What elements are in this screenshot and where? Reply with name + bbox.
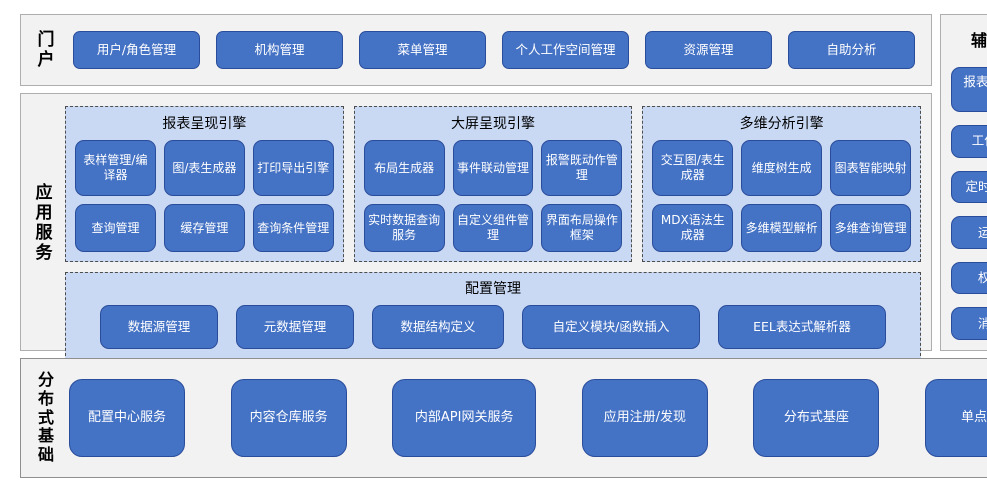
node-content-repository-service: 内容仓库服务: [230, 379, 347, 457]
node-chart-smart-mapping: 图表智能映射: [830, 140, 912, 196]
node-config-center-service: 配置中心服务: [69, 379, 185, 457]
node-permission-management: 权限管理: [951, 261, 987, 295]
dashboard-engine-title: 大屏呈现引擎: [451, 116, 535, 132]
node-datasource-management: 数据源管理: [100, 305, 218, 349]
node-distributed-base: 分布式基座: [753, 379, 880, 457]
node-workflow-engine: 工作流引擎: [951, 124, 987, 158]
node-report-template-compiler: 表样管理/编译器: [75, 140, 156, 196]
node-chart-table-generator: 图/表生成器: [163, 140, 245, 196]
auxiliary-facilities-title: 辅助设施: [970, 31, 987, 50]
olap-engine-title: 多维分析引擎: [739, 116, 824, 132]
node-print-export-engine: 打印导出引擎: [252, 140, 334, 196]
node-realtime-data-query-service: 实时数据查询服务: [363, 204, 445, 252]
node-ui-layout-operation-framework: 界面布局操作框架: [541, 204, 623, 252]
dashboard-engine-grid: 布局生成器 事件联动管理 报警既动作管理 实时数据查询服务 自定义组件管理 界面…: [363, 140, 623, 252]
diagram-layout: 门户 用户/角色管理 机构管理 菜单管理 个人工作空间管理 资源管理 自助分析 …: [20, 14, 987, 478]
app-services-panel: 应用服务 报表呈现引擎 表样管理/编译器 图/表生成器 打印导出引擎 查询管理 …: [20, 93, 932, 361]
node-user-role-management: 用户/角色管理: [73, 31, 200, 69]
node-data-structure-definition: 数据结构定义: [372, 305, 504, 349]
distributed-foundation-items: 配置中心服务 内容仓库服务 内部API网关服务 应用注册/发现 分布式基座 单点…: [69, 379, 987, 457]
report-engine-grid: 表样管理/编译器 图/表生成器 打印导出引擎 查询管理 缓存管理 查询条件管理: [75, 140, 334, 252]
node-resource-management: 资源管理: [645, 31, 772, 69]
app-services-content: 报表呈现引擎 表样管理/编译器 图/表生成器 打印导出引擎 查询管理 缓存管理 …: [65, 106, 922, 361]
config-management-items: 数据源管理 元数据管理 数据结构定义 自定义模块/函数插入 EEL表达式解析器: [80, 305, 906, 349]
node-alarm-action-management: 报警既动作管理: [541, 140, 623, 196]
node-dimension-tree-generation: 维度树生成: [741, 140, 823, 196]
node-single-sign-on: 单点登录: [924, 379, 987, 457]
node-cache-management: 缓存管理: [163, 204, 245, 252]
node-self-service-analysis: 自助分析: [788, 31, 915, 69]
node-query-condition-management: 查询条件管理: [252, 204, 334, 252]
node-multidim-query-management: 多维查询管理: [830, 204, 912, 252]
portal-panel-label: 门户: [37, 29, 55, 70]
node-personal-workspace-management: 个人工作空间管理: [502, 31, 629, 69]
node-menu-management: 菜单管理: [359, 31, 486, 69]
node-message-center: 消息中心: [951, 307, 987, 340]
node-run-logs: 运行日志: [951, 216, 987, 249]
node-metadata-management: 元数据管理: [236, 305, 354, 349]
olap-engine-section: 多维分析引擎 交互图/表生成器 维度树生成 图表智能映射 MDX语法生成器 多维…: [642, 106, 922, 262]
node-scheduled-task-scheduling: 定时任务调度: [951, 170, 987, 204]
app-services-panel-label: 应用服务: [35, 182, 53, 264]
distributed-foundation-label: 分布式基础: [37, 369, 54, 465]
config-management-section: 配置管理 数据源管理 元数据管理 数据结构定义 自定义模块/函数插入 EEL表达…: [65, 272, 921, 361]
node-query-management: 查询管理: [75, 204, 156, 252]
auxiliary-facilities-panel: 辅助设施 报表/大屏制作工具 工作流引擎 定时任务调度 运行日志 权限管理 消息…: [940, 14, 987, 351]
config-management-title: 配置管理: [465, 281, 521, 297]
node-layout-generator: 布局生成器: [363, 140, 445, 196]
distributed-foundation-panel: 分布式基础 配置中心服务 内容仓库服务 内部API网关服务 应用注册/发现 分布…: [20, 358, 987, 478]
node-app-registration-discovery: 应用注册/发现: [581, 379, 708, 457]
olap-engine-grid: 交互图/表生成器 维度树生成 图表智能映射 MDX语法生成器 多维模型解析 多维…: [652, 140, 912, 252]
portal-panel: 门户 用户/角色管理 机构管理 菜单管理 个人工作空间管理 资源管理 自助分析: [20, 14, 932, 86]
node-interactive-chart-generator: 交互图/表生成器: [652, 140, 734, 196]
node-custom-module-function-insertion: 自定义模块/函数插入: [522, 305, 700, 349]
node-multidim-model-parsing: 多维模型解析: [741, 204, 823, 252]
node-mdx-syntax-generator: MDX语法生成器: [652, 204, 734, 252]
report-engine-section: 报表呈现引擎 表样管理/编译器 图/表生成器 打印导出引擎 查询管理 缓存管理 …: [65, 106, 344, 262]
node-org-management: 机构管理: [216, 31, 343, 69]
report-engine-title: 报表呈现引擎: [162, 116, 247, 132]
portal-items: 用户/角色管理 机构管理 菜单管理 个人工作空间管理 资源管理 自助分析: [69, 31, 919, 69]
node-eel-expression-parser: EEL表达式解析器: [718, 305, 886, 349]
node-event-linkage-management: 事件联动管理: [452, 140, 534, 196]
engine-sections: 报表呈现引擎 表样管理/编译器 图/表生成器 打印导出引擎 查询管理 缓存管理 …: [65, 106, 922, 262]
node-custom-component-management: 自定义组件管理: [452, 204, 534, 252]
node-report-dashboard-authoring-tool: 报表/大屏制作工具: [951, 67, 987, 112]
dashboard-engine-section: 大屏呈现引擎 布局生成器 事件联动管理 报警既动作管理 实时数据查询服务 自定义…: [353, 106, 633, 262]
node-internal-api-gateway-service: 内部API网关服务: [392, 379, 537, 457]
